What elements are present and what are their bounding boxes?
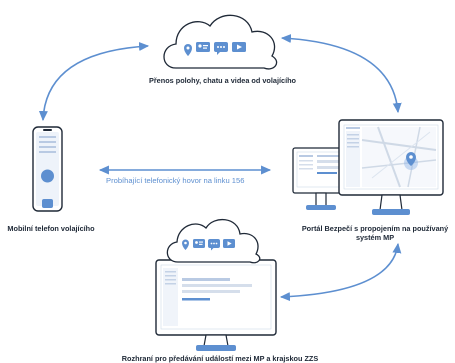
cloud-top bbox=[163, 14, 278, 70]
arrow-cloud-to-portal bbox=[280, 34, 402, 114]
cloud-bottom bbox=[166, 219, 261, 264]
portal-caption-line1: Portál Bezpečí s propojením na používaný bbox=[301, 224, 449, 233]
interface-caption: Rozhraní pro předávání událostí mezi MP … bbox=[121, 354, 319, 363]
arrow-phone-to-cloud bbox=[38, 42, 150, 122]
location-pin-icon bbox=[406, 152, 416, 166]
portal-monitor-front bbox=[338, 119, 444, 215]
video-play-icon bbox=[232, 42, 246, 52]
contact-card-icon bbox=[193, 239, 205, 248]
chat-icon bbox=[208, 239, 220, 251]
phone-caption: Mobilní telefon volajícího bbox=[7, 224, 95, 233]
portal-caption: Portál Bezpečí s propojením na používaný… bbox=[297, 224, 453, 242]
video-play-icon bbox=[223, 239, 235, 248]
portal-caption-line2: systém MP bbox=[355, 233, 395, 242]
location-pin-icon bbox=[182, 239, 189, 250]
mobile-phone bbox=[32, 126, 63, 212]
call-link-caption: Probíhající telefonický hovor na linku 1… bbox=[106, 176, 245, 185]
arrow-interface-to-portal bbox=[279, 242, 402, 302]
chat-icon bbox=[214, 42, 228, 55]
cloud-top-caption: Přenos polohy, chatu a videa od volající… bbox=[148, 76, 297, 85]
map-view bbox=[361, 126, 437, 188]
location-pin-icon bbox=[184, 44, 192, 56]
interface-monitor bbox=[155, 259, 277, 351]
contact-card-icon bbox=[196, 42, 210, 52]
